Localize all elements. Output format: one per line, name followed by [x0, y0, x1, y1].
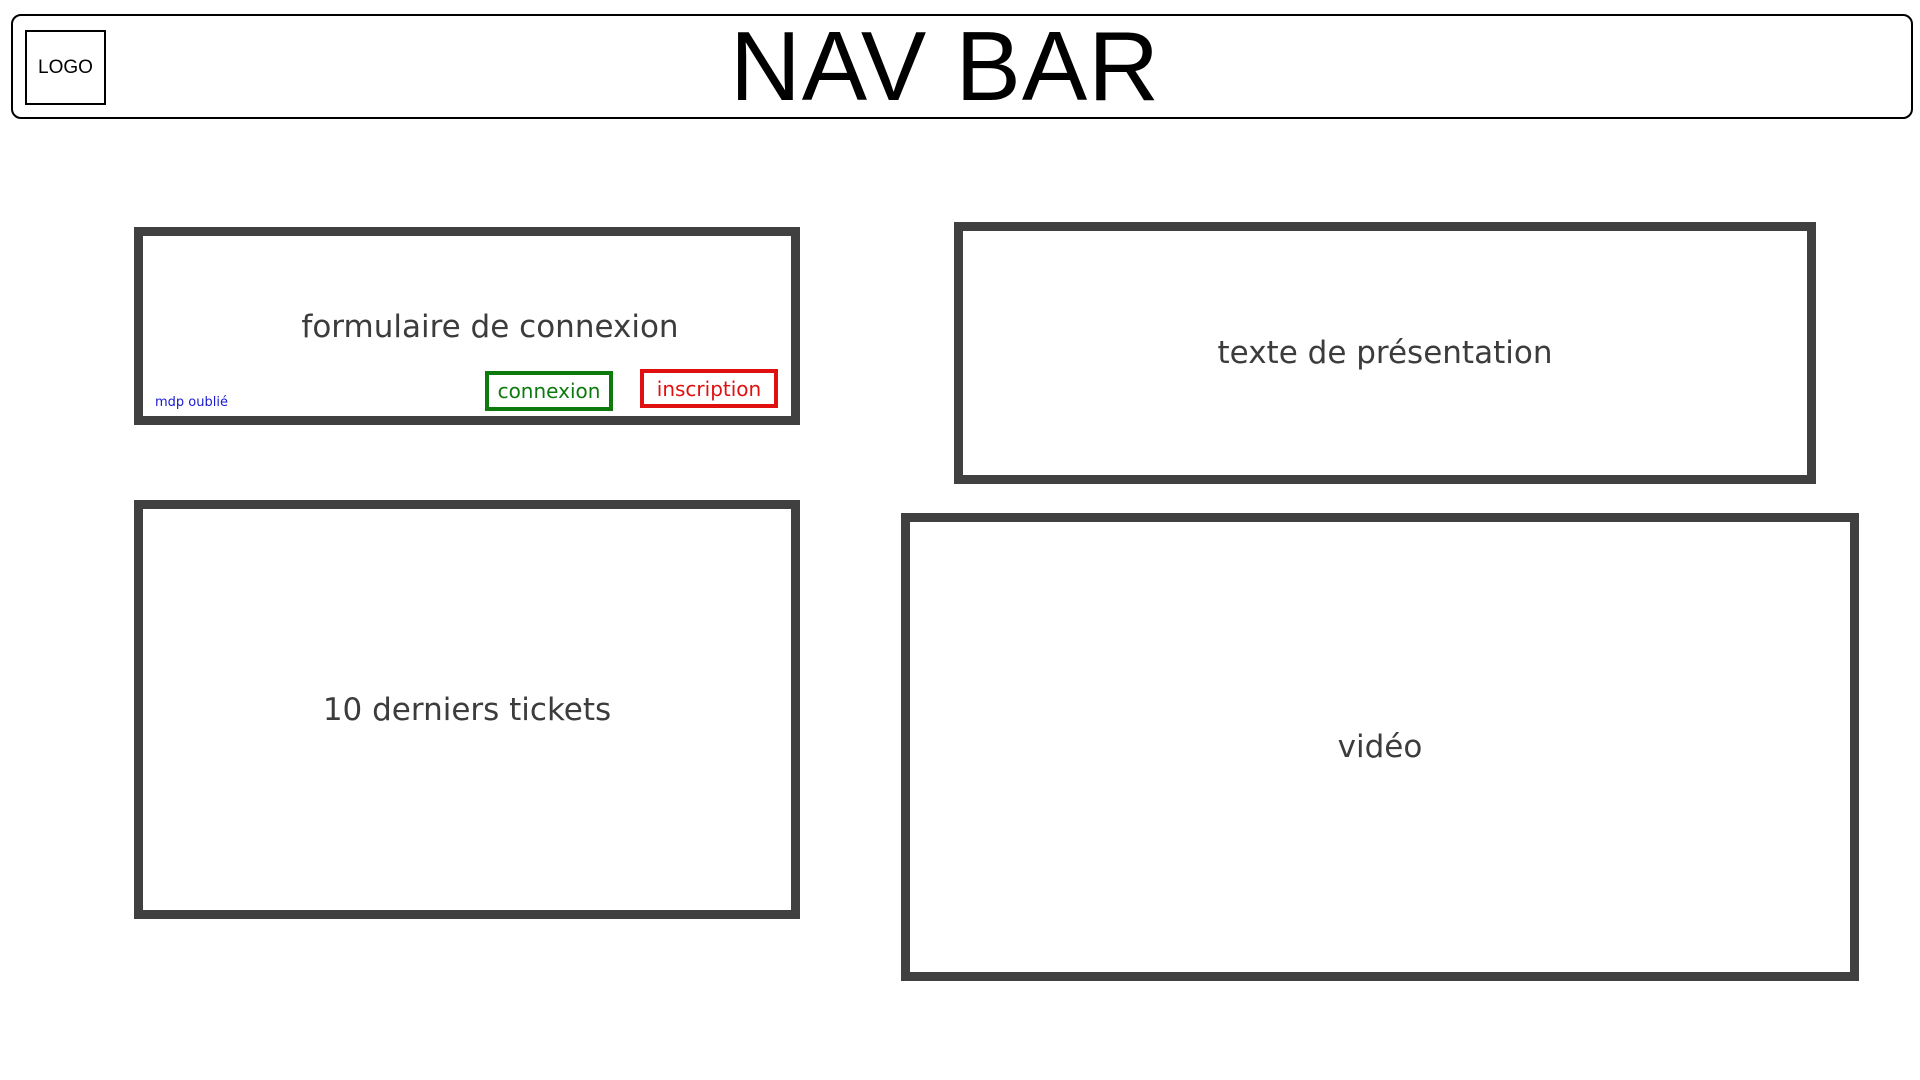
login-form-title: formulaire de connexion: [301, 309, 679, 345]
presentation-text-box: texte de présentation: [954, 222, 1816, 484]
logo[interactable]: LOGO: [25, 30, 106, 105]
forgot-password-link[interactable]: mdp oublié: [155, 394, 228, 410]
last-tickets-label: 10 derniers tickets: [322, 691, 612, 728]
last-tickets-box: 10 derniers tickets: [134, 500, 800, 919]
presentation-text-label: texte de présentation: [1217, 335, 1553, 371]
nav-bar: [11, 14, 1913, 119]
video-box[interactable]: vidéo: [901, 513, 1859, 981]
video-label: vidéo: [1337, 729, 1423, 765]
connexion-button[interactable]: connexion: [485, 371, 613, 411]
nav-bar-title: NAV BAR: [730, 11, 1160, 121]
inscription-button[interactable]: inscription: [640, 369, 778, 408]
